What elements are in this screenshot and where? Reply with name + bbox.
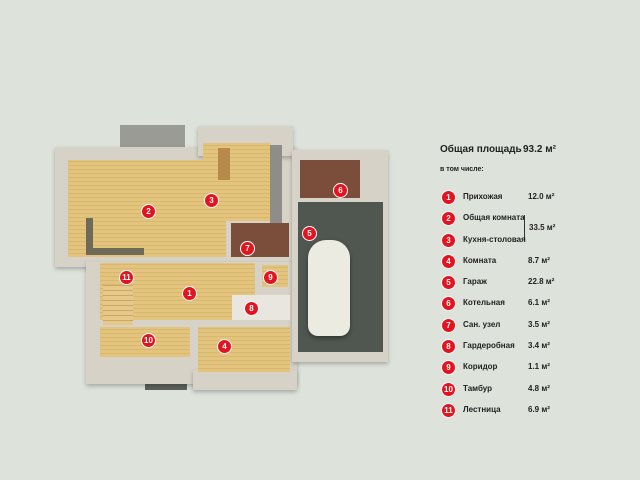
sofa <box>86 218 144 255</box>
room-marker-1[interactable]: 1 <box>182 286 197 301</box>
legend-room-area: 3.4 м² <box>528 341 550 350</box>
total-area-value: 93.2 м² <box>523 144 556 155</box>
room-marker-3[interactable]: 3 <box>204 193 219 208</box>
stairs <box>103 285 133 325</box>
legend-marker: 4 <box>441 254 456 269</box>
kitchen-counter <box>270 145 282 225</box>
room-marker-5[interactable]: 5 <box>302 226 317 241</box>
legend-room-name: Лестница <box>463 405 501 414</box>
room-marker-10[interactable]: 10 <box>141 333 156 348</box>
room-boiler <box>300 160 360 198</box>
legend-room-area: 4.8 м² <box>528 384 550 393</box>
legend-item: 10 Тамбур 4.8 м² <box>440 382 620 397</box>
legend-item: 3 Кухня-столовая <box>440 233 620 248</box>
legend-room-name: Гардеробная <box>463 341 515 350</box>
room-marker-8[interactable]: 8 <box>244 301 259 316</box>
legend-room-name: Прихожая <box>463 192 503 201</box>
legend-room-area: 3.5 м² <box>528 320 550 329</box>
legend-marker: 2 <box>441 211 456 226</box>
legend-room-area: 22.8 м² <box>528 277 555 286</box>
legend-marker: 6 <box>441 296 456 311</box>
legend-item: 8 Гардеробная 3.4 м² <box>440 339 620 354</box>
legend-subtitle: в том числе: <box>440 166 484 173</box>
legend-marker: 3 <box>441 233 456 248</box>
legend-room-name: Кухня-столовая <box>463 235 526 244</box>
legend-item: 11 Лестница 6.9 м² <box>440 403 620 418</box>
legend-marker: 5 <box>441 275 456 290</box>
legend-room-name: Коридор <box>463 362 498 371</box>
legend-item: 7 Сан. узел 3.5 м² <box>440 318 620 333</box>
legend-room-area: 8.7 м² <box>528 256 550 265</box>
legend-marker: 9 <box>441 360 456 375</box>
legend-room-name: Общая комната <box>463 213 525 222</box>
legend-marker: 10 <box>441 382 456 397</box>
outer-wall-lower-right <box>193 370 297 390</box>
car <box>308 240 350 336</box>
legend-marker: 7 <box>441 318 456 333</box>
room-marker-11[interactable]: 11 <box>119 270 134 285</box>
legend-room-area: 6.9 м² <box>528 405 550 414</box>
total-area-label: Общая площадь <box>440 144 522 155</box>
room-marker-9[interactable]: 9 <box>263 270 278 285</box>
legend-marker: 8 <box>441 339 456 354</box>
room-marker-4[interactable]: 4 <box>217 339 232 354</box>
legend-marker: 1 <box>441 190 456 205</box>
room-marker-2[interactable]: 2 <box>141 204 156 219</box>
legend-item: 4 Комната 8.7 м² <box>440 254 620 269</box>
legend-room-area: 1.1 м² <box>528 362 550 371</box>
legend-item: 2 Общая комната <box>440 211 620 226</box>
legend-item: 1 Прихожая 12.0 м² <box>440 190 620 205</box>
legend-room-name: Комната <box>463 256 497 265</box>
legend-room-name: Тамбур <box>463 384 493 393</box>
legend-item: 6 Котельная 6.1 м² <box>440 296 620 311</box>
room-marker-7[interactable]: 7 <box>240 241 255 256</box>
legend-room-name: Гараж <box>463 277 487 286</box>
legend-room-area: 6.1 м² <box>528 298 550 307</box>
room-wardrobe <box>232 295 290 320</box>
room-kitchen <box>203 143 271 221</box>
porch-steps-top <box>120 125 185 147</box>
legend-room-name: Котельная <box>463 298 505 307</box>
legend-item: 5 Гараж 22.8 м² <box>440 275 620 290</box>
dining-table <box>218 148 230 180</box>
legend-room-area: 12.0 м² <box>528 192 555 201</box>
combined-area-value: 33.5 м² <box>529 223 556 232</box>
room-bedroom <box>198 327 290 372</box>
legend-room-name: Сан. узел <box>463 320 501 329</box>
room-bathroom <box>231 223 289 257</box>
legend-item: 9 Коридор 1.1 м² <box>440 360 620 375</box>
legend-marker: 11 <box>441 403 456 418</box>
room-marker-6[interactable]: 6 <box>333 183 348 198</box>
combined-bracket <box>524 215 525 241</box>
